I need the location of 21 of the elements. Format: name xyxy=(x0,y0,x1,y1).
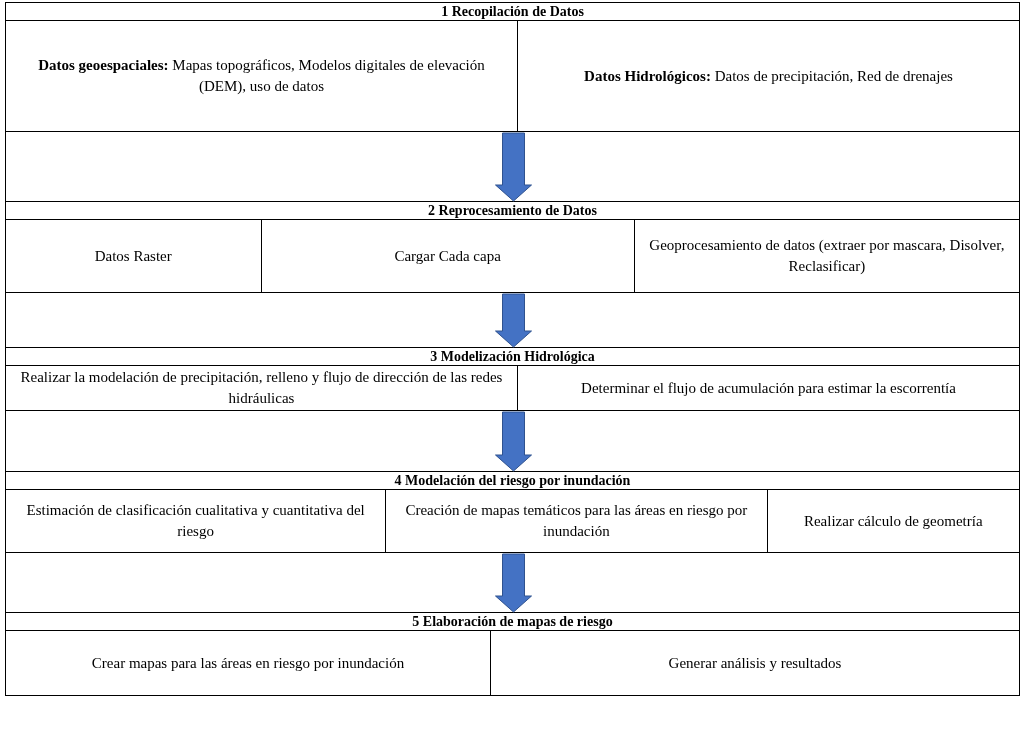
section-heading: 2 Reprocesamiento de Datos xyxy=(6,202,1019,220)
down-arrow xyxy=(495,553,532,613)
step-cell: Realizar cálculo de geometría xyxy=(766,490,1019,552)
step-cell: Generar análisis y resultados xyxy=(490,631,1019,695)
step-cell: Estimación de clasificación cualitativa y cuantitativa del riesgo xyxy=(6,490,386,552)
section-heading: 4 Modelación del riesgo por inundación xyxy=(6,472,1019,490)
step-cell: Geoprocesamiento de datos (extraer por mascara, Disolver, Reclasificar) xyxy=(633,220,1019,292)
step-cell: Crear mapas para las áreas en riesgo por inundación xyxy=(6,631,491,695)
step-cell: Determinar el flujo de acumulación para estimar la escorrentía xyxy=(517,366,1019,410)
step-cell: Creación de mapas temáticos para las áreas en riesgo por inundación xyxy=(385,490,767,552)
down-arrow xyxy=(495,132,532,202)
down-arrow xyxy=(495,293,532,348)
step-cell: Datos Raster xyxy=(6,220,261,292)
down-arrow xyxy=(495,411,532,472)
step-cell: Datos geoespaciales: Mapas topográficos, Modelos digitales de elevación (DEM), uso de datos xyxy=(6,21,517,131)
section-heading: 5 Elaboración de mapas de riesgo xyxy=(6,613,1019,631)
section-heading: 3 Modelización Hidrológica xyxy=(6,348,1019,366)
step-cell: Cargar Cada capa xyxy=(260,220,634,292)
step-cell: Datos Hidrológicos: Datos de precipitación, Red de drenajes xyxy=(517,21,1019,131)
step-cell: Realizar la modelación de precipitación, relleno y flujo de dirección de las redes hidráulicas xyxy=(6,366,517,410)
section-heading: 1 Recopilación de Datos xyxy=(6,3,1019,21)
